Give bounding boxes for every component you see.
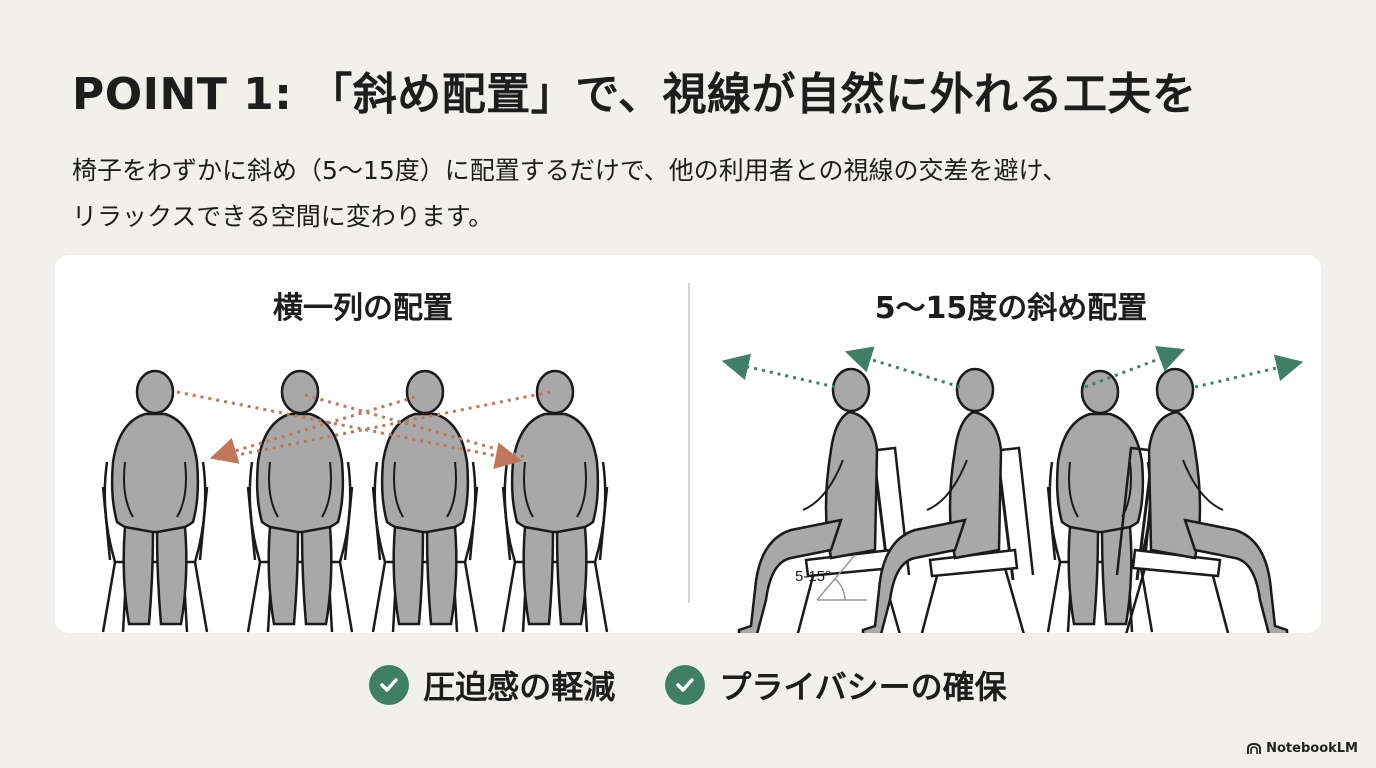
benefit-label: 圧迫感の軽減: [423, 668, 616, 706]
check-icon: [369, 665, 410, 705]
brand-mark: NotebookLM: [1247, 741, 1358, 756]
angle-indicator: [816, 554, 867, 601]
angled-seating-figures: [737, 367, 1287, 633]
seating-illustration: 5-15°: [101, 346, 1304, 633]
crossed-gaze-arrows: [176, 390, 551, 470]
row-seating-figures: [101, 369, 609, 633]
panel-divider: [688, 283, 690, 603]
page-title: POINT 1: 「斜め配置」で、視線が自然に外れる工夫を: [72, 69, 1197, 120]
lead-text: 椅子をわずかに斜め（5〜15度）に配置するだけで、他の利用者との視線の交差を避け…: [72, 148, 1312, 240]
averted-gaze-arrows: [721, 346, 1304, 389]
benefit-item: 圧迫感の軽減: [369, 662, 615, 708]
benefit-item: プライバシーの確保: [665, 662, 1007, 708]
angle-label: 5-15°: [795, 568, 831, 585]
lead-line-1: 椅子をわずかに斜め（5〜15度）に配置するだけで、他の利用者との視線の交差を避け…: [72, 156, 1068, 185]
left-panel-title: 横一列の配置: [273, 291, 453, 326]
check-icon: [665, 665, 706, 705]
lead-line-2: リラックスできる空間に変わります。: [72, 202, 494, 231]
benefits-list: 圧迫感の軽減 プライバシーの確保: [0, 662, 1376, 708]
comparison-card: 横一列の配置 5〜15度の斜め配置: [55, 255, 1321, 633]
right-panel-title: 5〜15度の斜め配置: [874, 291, 1148, 326]
benefit-label: プライバシーの確保: [719, 668, 1007, 706]
notebooklm-logo-icon: [1247, 742, 1262, 754]
brand-label: NotebookLM: [1266, 741, 1358, 756]
